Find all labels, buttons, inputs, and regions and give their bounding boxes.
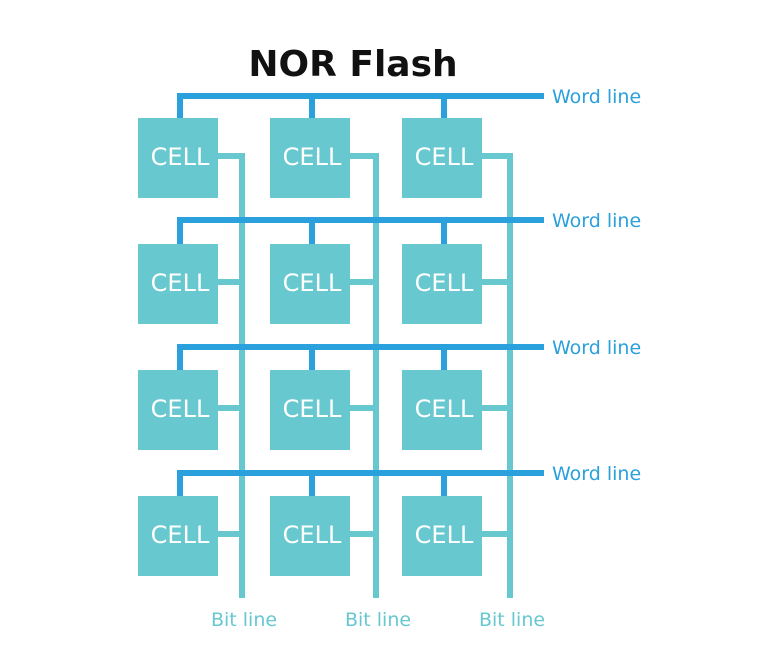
memory-cell: CELL	[138, 244, 218, 324]
memory-cell: CELL	[138, 118, 218, 198]
memory-cell: CELL	[270, 370, 350, 450]
word-line-label: Word line	[552, 210, 641, 232]
cell-box	[270, 244, 350, 324]
memory-cell: CELL	[138, 496, 218, 576]
cell-box	[402, 244, 482, 324]
word-line-label: Word line	[552, 463, 641, 485]
memory-cell: CELL	[402, 118, 482, 198]
memory-cell: CELL	[402, 496, 482, 576]
cell-box	[270, 118, 350, 198]
cell-label: CELL	[151, 143, 210, 171]
cell-grid: CELL CELL CELL CELL CELL CELL CELL CELL CELL CELL…	[138, 118, 482, 576]
cell-label: CELL	[151, 521, 210, 549]
word-line-label: Word line	[552, 86, 641, 108]
cell-label: CELL	[151, 269, 210, 297]
cell-label: CELL	[283, 143, 342, 171]
cell-box	[138, 244, 218, 324]
bit-line-label: Bit line	[211, 609, 277, 631]
cell-label: CELL	[151, 395, 210, 423]
memory-cell: CELL	[402, 370, 482, 450]
cell-box	[402, 496, 482, 576]
cell-box	[270, 496, 350, 576]
cell-box	[138, 370, 218, 450]
cell-label: CELL	[415, 521, 474, 549]
cell-label: CELL	[415, 269, 474, 297]
cell-box	[402, 370, 482, 450]
cell-box	[270, 370, 350, 450]
cell-box	[138, 496, 218, 576]
word-lines	[177, 93, 544, 498]
bit-line-label: Bit line	[479, 609, 545, 631]
diagram-title: NOR Flash	[248, 44, 457, 85]
word-line-label: Word line	[552, 337, 641, 359]
cell-label: CELL	[283, 521, 342, 549]
cell-box	[138, 118, 218, 198]
memory-cell: CELL	[270, 496, 350, 576]
cell-box	[402, 118, 482, 198]
cell-label: CELL	[415, 395, 474, 423]
cell-label: CELL	[415, 143, 474, 171]
memory-cell: CELL	[270, 244, 350, 324]
bit-lines	[218, 153, 513, 598]
cell-label: CELL	[283, 395, 342, 423]
memory-cell: CELL	[270, 118, 350, 198]
memory-cell: CELL	[138, 370, 218, 450]
cell-label: CELL	[283, 269, 342, 297]
bit-line-label: Bit line	[345, 609, 411, 631]
memory-cell: CELL	[402, 244, 482, 324]
